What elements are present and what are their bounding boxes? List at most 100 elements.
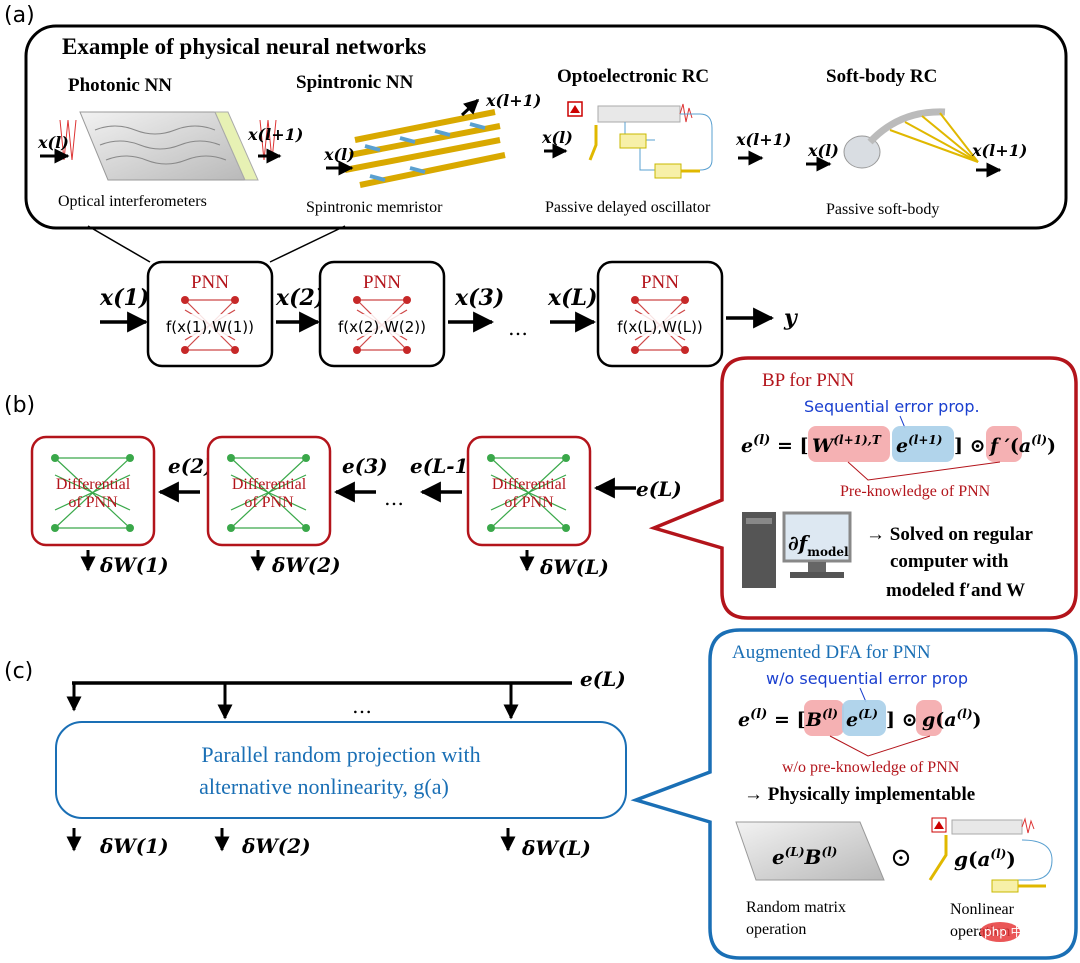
pnn-function-label: f(x(1),W(1))	[166, 318, 254, 336]
example-input-label: x(l)	[323, 145, 355, 164]
bp-equation: e(l) = [ W(l+1),T e(l+1) ] ⊙ f ′(a(l))	[741, 433, 1056, 457]
differential-label: of PNN	[504, 494, 554, 511]
computer-label: ∂fmodel	[788, 531, 849, 559]
example-title: Soft-body RC	[826, 66, 937, 87]
random-projection-box: Parallel random projection with alternat…	[55, 721, 627, 819]
pnn-label: PNN	[191, 272, 229, 293]
examples-box-title: Example of physical neural networks	[62, 34, 426, 59]
svg-text:g(a(l)): g(a(l))	[922, 707, 982, 731]
differential-label: of PNN	[244, 494, 294, 511]
dfa-callout: Augmented DFA for PNN w/o sequential err…	[630, 628, 1078, 960]
soft-body-image	[843, 135, 881, 169]
differential-block-L: Differential of PNN	[466, 435, 592, 547]
computer-icon: ∂fmodel	[742, 511, 852, 588]
example-caption: Optical interferometers	[58, 193, 207, 210]
panel-a-label: (a)	[4, 3, 35, 28]
differential-label: of PNN	[68, 494, 118, 511]
error-label: e(2)	[168, 454, 214, 478]
example-output-label: x(l+1)	[485, 91, 541, 110]
differential-block-2: Differential of PNN	[206, 435, 332, 547]
example-optoelectronic-rc: Optoelectronic RC x(l) x(l+1) Passive de…	[541, 66, 791, 216]
example-caption: Passive delayed oscillator	[545, 199, 711, 216]
pnn-function-label: f(x(L),W(L))	[617, 318, 703, 336]
random-matrix-label: Random matrix	[746, 899, 846, 916]
bp-title: BP for PNN	[762, 370, 854, 391]
projection-line: alternative nonlinearity, g(a)	[199, 774, 449, 799]
dfa-equation: e(l) = [ B(l) e(L) ] ⊙ g(a(l))	[738, 707, 982, 731]
random-matrix-chip-image	[735, 821, 885, 881]
example-output-label: x(l+1)	[971, 141, 1027, 160]
svg-text:g(a(l)): g(a(l))	[954, 847, 1016, 871]
svg-text:B(l): B(l)	[805, 707, 838, 731]
panel-c-label: (c)	[4, 659, 33, 684]
differential-label: Differential	[492, 476, 567, 493]
svg-text:e(l) = [: e(l) = [	[738, 707, 805, 731]
examples-box	[24, 24, 1068, 230]
pnn-block-1: PNN f(x(1),W(1))	[146, 260, 274, 368]
bp-solved-line: → Solved on regular	[866, 524, 1034, 545]
example-spintronic-nn: Spintronic NN x(l) x(l+1) Spintronic mem…	[296, 72, 541, 216]
dfa-seq-note: w/o sequential error prop	[766, 669, 968, 688]
error-label: e(L-1)	[410, 454, 478, 478]
example-input-label: x(l)	[541, 128, 573, 147]
delta-w-label: δW(L)	[539, 555, 609, 579]
example-soft-body-rc: Soft-body RC x(l) x(l+1) Passive soft-bo…	[806, 66, 1027, 218]
svg-text:⊙: ⊙	[890, 843, 912, 873]
example-caption: Passive soft-body	[826, 201, 939, 218]
error-label: e(L)	[580, 667, 626, 691]
example-photonic-nn: Photonic NN x(l) x(l+1) Optical interfer…	[37, 75, 303, 210]
pnn-function-label: f(x(2),W(2))	[338, 318, 426, 336]
oscillator-module-image	[597, 105, 681, 123]
pnn-label: PNN	[363, 272, 401, 293]
random-matrix-label: operation	[746, 921, 806, 938]
pnn-block-2: PNN f(x(2),W(2))	[318, 260, 446, 368]
example-title: Photonic NN	[68, 75, 172, 96]
svg-text:e(L)B(l): e(L)B(l)	[772, 845, 837, 869]
projection-line: Parallel random projection with	[201, 742, 480, 767]
error-label: e(3)	[342, 454, 388, 478]
differential-block-1: Differential of PNN	[30, 435, 156, 547]
dfa-physical-note: → Physically implementable	[744, 784, 975, 805]
watermark-logo: php 中文网	[980, 922, 1047, 942]
panel-b-label: (b)	[4, 393, 35, 418]
svg-text:e(l) = [: e(l) = [	[741, 433, 808, 457]
bp-seq-note: Sequential error prop.	[804, 397, 980, 416]
watermark-text: php 中文网	[984, 924, 1047, 939]
differential-label: Differential	[232, 476, 307, 493]
chain-input-label: x(L)	[547, 285, 597, 311]
nonlinear-label: Nonlinear	[950, 901, 1015, 918]
pnn-label: PNN	[641, 272, 679, 293]
example-output-label: x(l+1)	[735, 130, 791, 149]
svg-text:] ⊙: ] ⊙	[954, 435, 986, 457]
example-title: Optoelectronic RC	[557, 66, 709, 87]
bp-callout: BP for PNN Sequential error prop. e(l) =…	[648, 356, 1078, 620]
bp-solved-line: computer with	[890, 551, 1009, 572]
example-caption: Spintronic memristor	[306, 199, 443, 216]
dfa-pre-note: w/o pre-knowledge of PNN	[782, 759, 960, 776]
example-title: Spintronic NN	[296, 72, 414, 93]
chain-input-label: x(1)	[99, 285, 149, 311]
projection-ellipsis: …	[352, 694, 372, 718]
chain-input-label: x(2)	[275, 285, 325, 311]
differential-label: Differential	[56, 476, 131, 493]
chain-input-label: x(3)	[454, 285, 504, 311]
error-ellipsis: …	[384, 486, 404, 510]
bp-pre-note: Pre-knowledge of PNN	[840, 483, 991, 500]
bp-solved-line: modeled f′and W	[886, 580, 1025, 601]
delta-w-label: δW(L)	[521, 836, 591, 860]
svg-text:] ⊙: ] ⊙	[886, 709, 918, 731]
delta-w-label: δW(2)	[241, 834, 311, 858]
example-input-label: x(l)	[807, 141, 839, 160]
delta-w-label: δW(1)	[99, 553, 169, 577]
pnn-block-L: PNN f(x(L),W(L))	[596, 260, 724, 368]
delta-w-label: δW(2)	[271, 553, 341, 577]
example-input-label: x(l)	[37, 133, 69, 152]
delta-w-label: δW(1)	[99, 834, 169, 858]
example-output-label: x(l+1)	[247, 125, 303, 144]
chain-ellipsis: …	[508, 316, 528, 340]
dfa-title: Augmented DFA for PNN	[732, 642, 931, 663]
chain-output-label: y	[783, 305, 799, 331]
error-label: e(L)	[636, 477, 682, 501]
